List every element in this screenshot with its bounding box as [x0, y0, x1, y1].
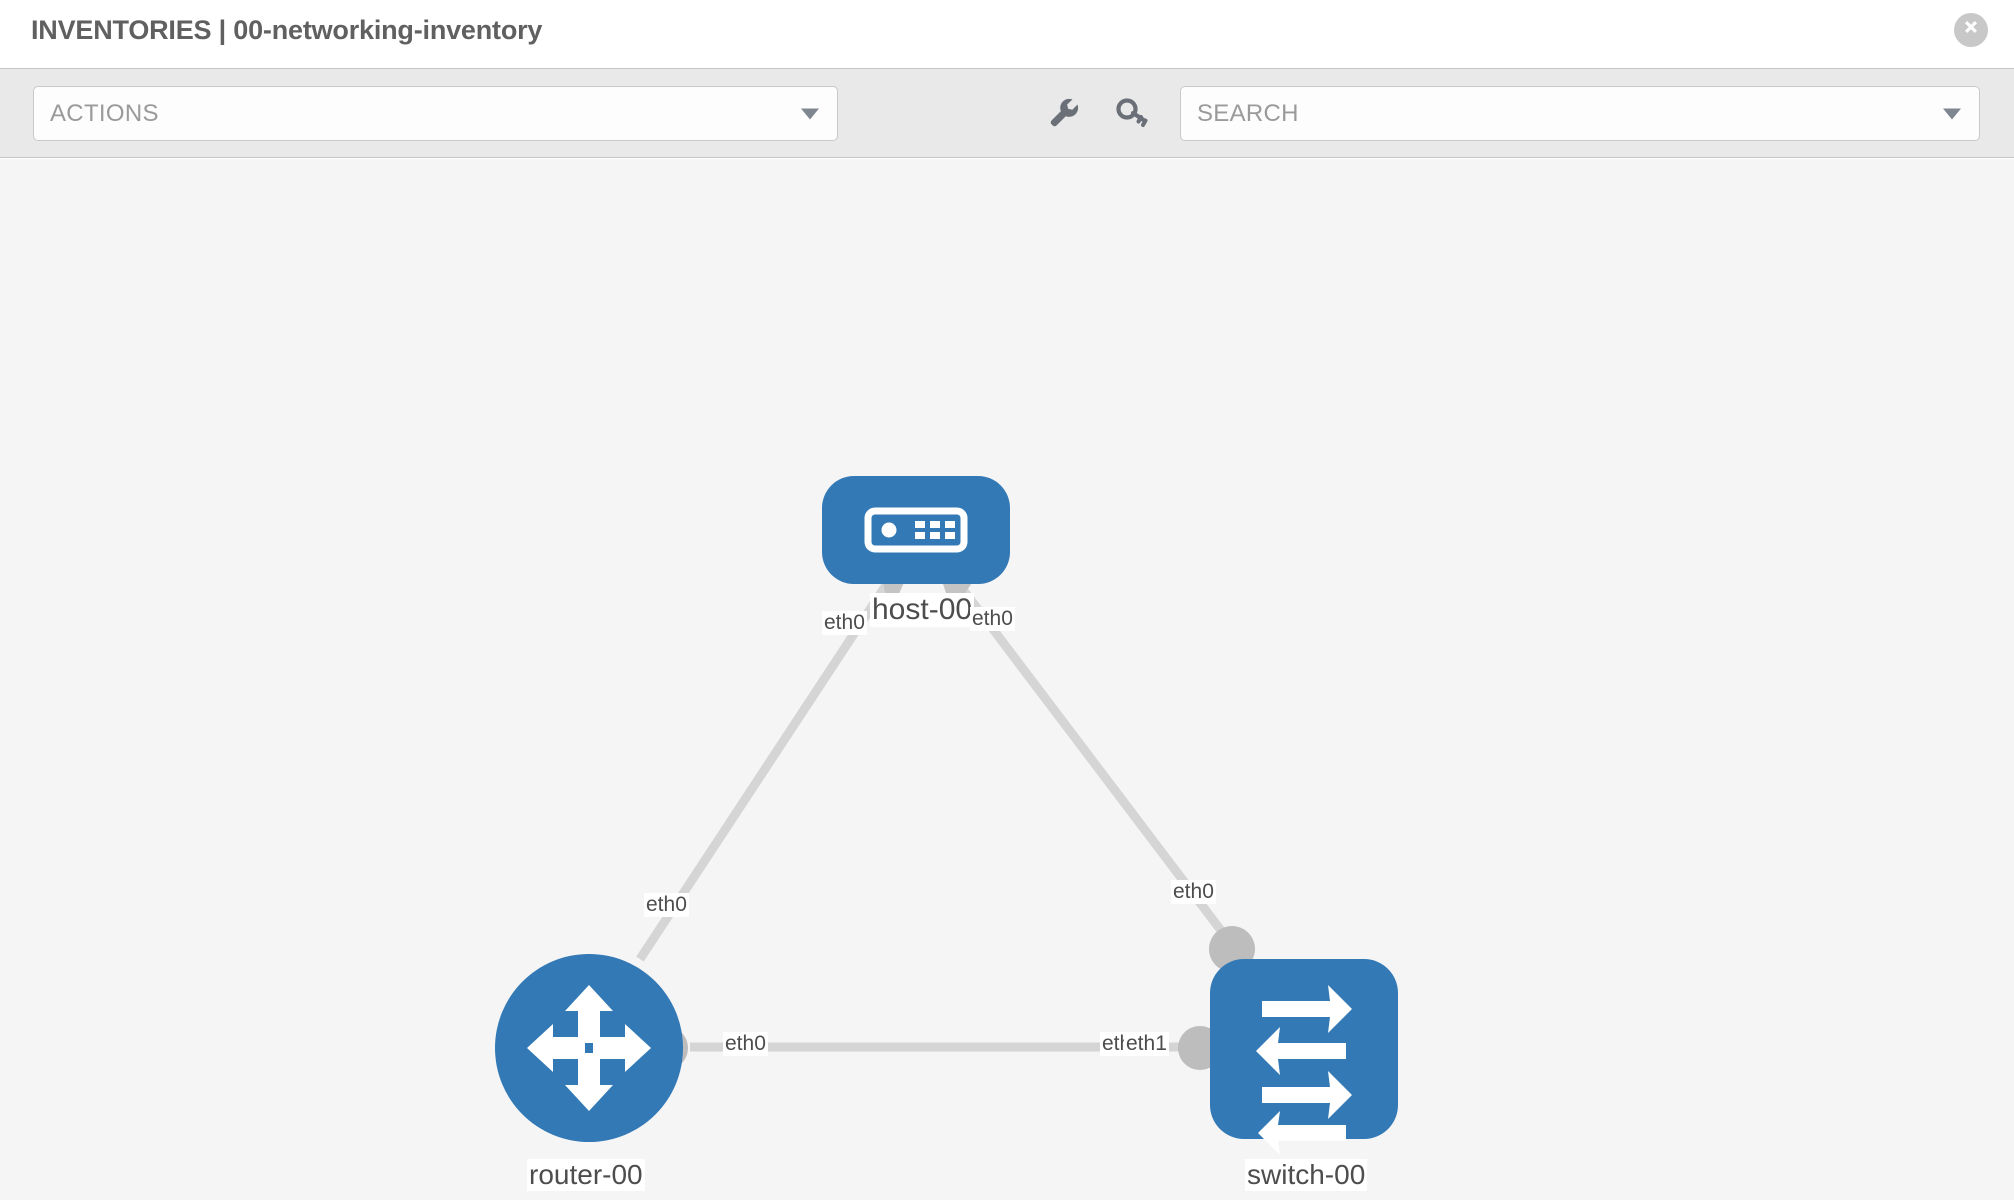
search-placeholder: SEARCH	[1197, 100, 1299, 127]
node-label-host-00: host-00	[870, 593, 975, 627]
key-button[interactable]	[1110, 91, 1154, 135]
topology-graph	[495, 476, 1398, 1155]
search-input[interactable]: SEARCH	[1180, 86, 1980, 141]
chevron-down-icon	[801, 108, 819, 119]
iface-label: eth0	[644, 893, 689, 917]
close-icon	[1965, 21, 1977, 33]
iface-label: eth0	[970, 607, 1015, 631]
node-label-router-00: router-00	[527, 1159, 645, 1191]
toolbar: ACTIONS SEARCH	[0, 68, 2014, 158]
actions-dropdown-label: ACTIONS	[50, 100, 159, 127]
iface-label: eth0	[723, 1032, 768, 1056]
topology-canvas[interactable]: host-00 router-00 switch-00 eth0 eth0 et…	[0, 159, 2014, 1200]
node-host-00[interactable]	[822, 476, 1010, 584]
iface-label: eth1	[1124, 1032, 1169, 1056]
close-button[interactable]	[1954, 13, 1988, 47]
iface-label: eth0	[1171, 880, 1216, 904]
node-switch-00[interactable]	[1210, 959, 1398, 1155]
page-header: INVENTORIES | 00-networking-inventory	[0, 0, 2014, 68]
node-router-00[interactable]	[495, 954, 683, 1142]
wrench-icon	[1050, 98, 1079, 127]
node-label-switch-00: switch-00	[1245, 1159, 1368, 1191]
wrench-button[interactable]	[1042, 91, 1086, 135]
page-title: INVENTORIES | 00-networking-inventory	[31, 15, 543, 45]
chevron-down-icon	[1943, 108, 1961, 119]
actions-dropdown[interactable]: ACTIONS	[33, 86, 838, 141]
iface-label: eth0	[822, 611, 867, 635]
key-icon	[1116, 98, 1148, 127]
